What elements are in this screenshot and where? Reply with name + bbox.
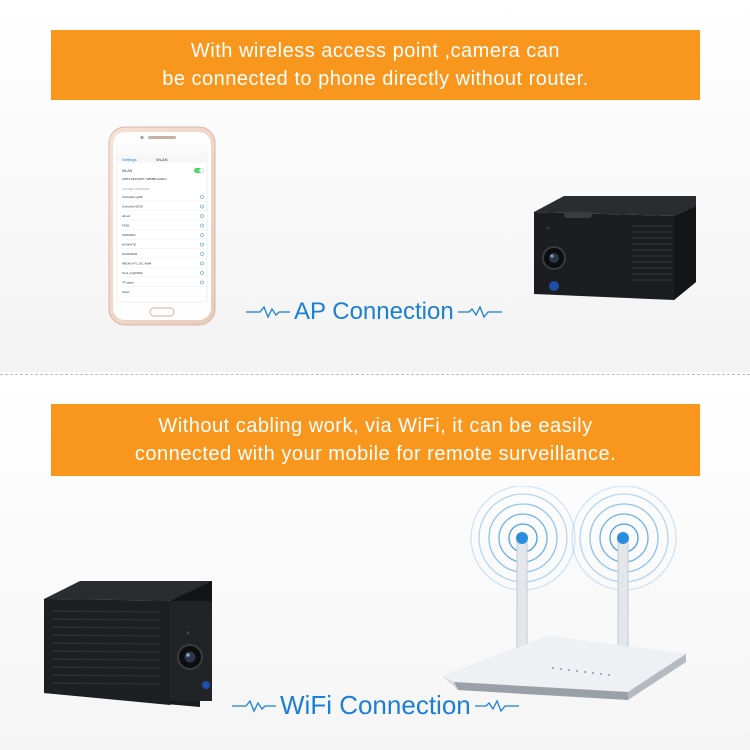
ap-banner-line2: be connected to phone directly without r… xyxy=(162,68,589,90)
ap-connection-text: AP Connection xyxy=(294,298,454,325)
wifi-waves-icon xyxy=(470,485,677,591)
phone-network-item: ChinaNet-5S3K xyxy=(122,205,143,209)
info-icon xyxy=(200,204,204,209)
ap-banner: With wireless access point ,camera can b… xyxy=(51,30,700,100)
phone-nav-back: Settings xyxy=(122,157,136,162)
info-icon xyxy=(200,195,204,199)
info-icon xyxy=(200,252,204,256)
phone-network-item: TP-paws xyxy=(122,281,134,285)
wifi-connection-section: Without cabling work, via WiFi, it can b… xyxy=(0,376,750,750)
phone-connected-network: ZWAT-MI3CSPP-7285BB-LRMAJ xyxy=(122,177,167,181)
signal-wave-icon xyxy=(246,305,290,319)
wifi-banner-line2: connected with your mobile for remote su… xyxy=(134,443,617,465)
phone-network-item: Other... xyxy=(122,290,132,294)
info-icon xyxy=(200,214,204,218)
wifi-banner-line1: Without cabling work, via WiFi, it can b… xyxy=(158,415,593,437)
camera-image xyxy=(524,196,700,313)
section-divider xyxy=(0,374,750,375)
signal-wave-icon xyxy=(474,698,519,712)
wifi-connection-text: WiFi Connection xyxy=(280,690,471,720)
ap-connection-section: With wireless access point ,camera can b… xyxy=(0,0,750,372)
phone-network-item: MEIXIU-FY_SS_4984 xyxy=(122,262,152,266)
camera-image xyxy=(40,581,216,716)
router-image xyxy=(428,485,698,707)
phone-network-item: HCWIHTE xyxy=(122,243,136,247)
info-icon xyxy=(200,261,204,266)
phone-wlan-label: WLAN xyxy=(122,169,133,173)
signal-wave-icon xyxy=(457,305,502,319)
info-icon xyxy=(200,223,204,228)
phone-network-item: dd-wrt xyxy=(122,214,131,218)
ap-connection-label: AP Connection xyxy=(246,298,502,326)
wifi-connection-label: WiFi Connection xyxy=(232,690,519,721)
signal-wave-icon xyxy=(232,699,276,713)
phone-network-item: FSD1 xyxy=(122,224,130,228)
info-icon xyxy=(200,233,204,237)
smartphone-image: Settings WLAN WLAN ZWAT-MI3CSPP-7285BB-L… xyxy=(108,126,216,331)
info-icon xyxy=(200,242,204,247)
phone-nav-title: WLAN xyxy=(156,157,168,162)
phone-network-item: HCWWF62 xyxy=(122,252,137,256)
info-icon xyxy=(200,280,204,285)
wifi-banner: Without cabling work, via WiFi, it can b… xyxy=(51,404,700,476)
ap-banner-line1: With wireless access point ,camera can xyxy=(190,40,561,62)
info-icon xyxy=(200,271,204,275)
phone-section-header: CHOOSE A NETWORK... xyxy=(122,187,152,191)
phone-network-item: SSDA8K3 xyxy=(122,233,136,237)
phone-network-item: Tenk_For[DM]0 xyxy=(122,271,143,275)
phone-network-item: ChinaNet-ygN6 xyxy=(122,195,143,199)
